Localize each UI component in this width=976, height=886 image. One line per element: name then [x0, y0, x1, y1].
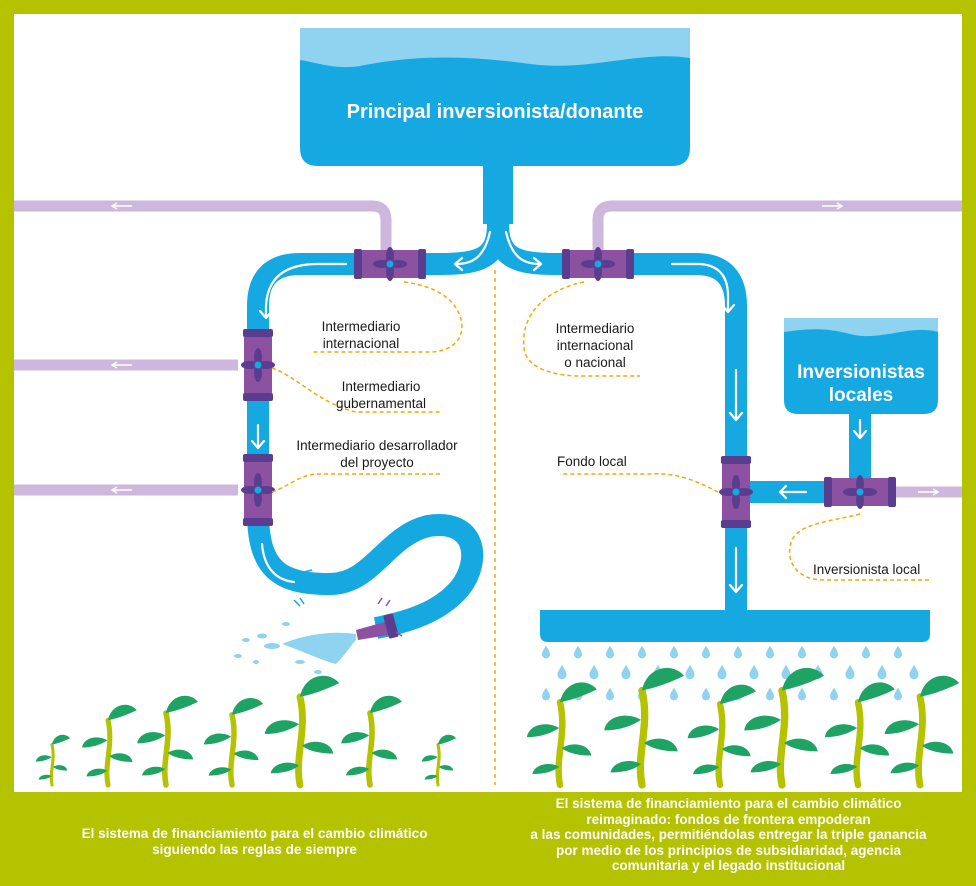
flow-arrows	[250, 230, 868, 594]
caption-right: El sistema de financiamiento para el cam…	[495, 796, 962, 874]
caption-line: siguiendo las reglas de siempre	[152, 841, 357, 857]
label-line: internacional	[322, 336, 400, 351]
valve-icon	[562, 247, 634, 281]
label-line: del proyecto	[340, 455, 414, 470]
label-line: Intermediario	[341, 379, 421, 394]
water-spray	[234, 622, 356, 674]
label-fondo-local: Fondo local	[557, 454, 627, 469]
valve-icon	[824, 475, 896, 509]
valve-icon	[241, 454, 275, 526]
label-intermediario-gubernamental: Intermediario gubernamental	[326, 378, 436, 412]
hose-motion-marks	[293, 569, 315, 607]
side-pipe-arrows	[110, 202, 940, 496]
label-intermediario-desarrollador: Intermediario desarrollador del proyecto	[291, 437, 463, 471]
local-tank-title-line1: Inversionistas	[797, 362, 925, 383]
local-tank-title-line2: locales	[828, 385, 894, 406]
caption-left: El sistema de financiamiento para el cam…	[14, 826, 495, 857]
label-inversionista-local: Inversionista local	[813, 562, 921, 577]
sprinkler-bar	[540, 610, 930, 642]
main-tank-title: Principal inversionista/donante	[346, 101, 644, 123]
label-line: gubernamental	[335, 396, 427, 411]
label-intermediario-internacional: Intermediario internacional	[306, 318, 416, 352]
label-intermediario-internacional-nacional: Intermediario internacional o nacional	[540, 320, 650, 371]
hose-nozzle-icon	[356, 597, 403, 640]
label-line: o nacional	[564, 355, 626, 370]
caption-line: a las comunidades, permitiéndolas entreg…	[530, 827, 927, 842]
label-line: internacional	[556, 338, 634, 353]
valve-icon	[241, 329, 275, 401]
label-line: Intermediario	[321, 319, 401, 334]
callout-lines	[271, 281, 930, 581]
local-tank-title: Inversionistas locales	[784, 361, 938, 407]
caption-line: comunitaria y el legado institucional	[611, 858, 846, 873]
caption-line: por medio de los principios de subsidiar…	[555, 842, 902, 858]
label-line: Intermediario	[555, 321, 635, 336]
caption-line: El sistema de financiamiento para el cam…	[81, 826, 428, 841]
label-line: Intermediario desarrollador	[296, 438, 458, 453]
side-pipes	[14, 200, 962, 498]
local-tank	[784, 318, 938, 414]
caption-line: El sistema de financiamiento para el cam…	[555, 796, 902, 811]
valve-icon	[354, 247, 426, 281]
valve-icon	[719, 456, 753, 528]
main-tank	[300, 28, 690, 224]
caption-line: reimaginado: fondos de frontera empodera…	[586, 811, 871, 827]
